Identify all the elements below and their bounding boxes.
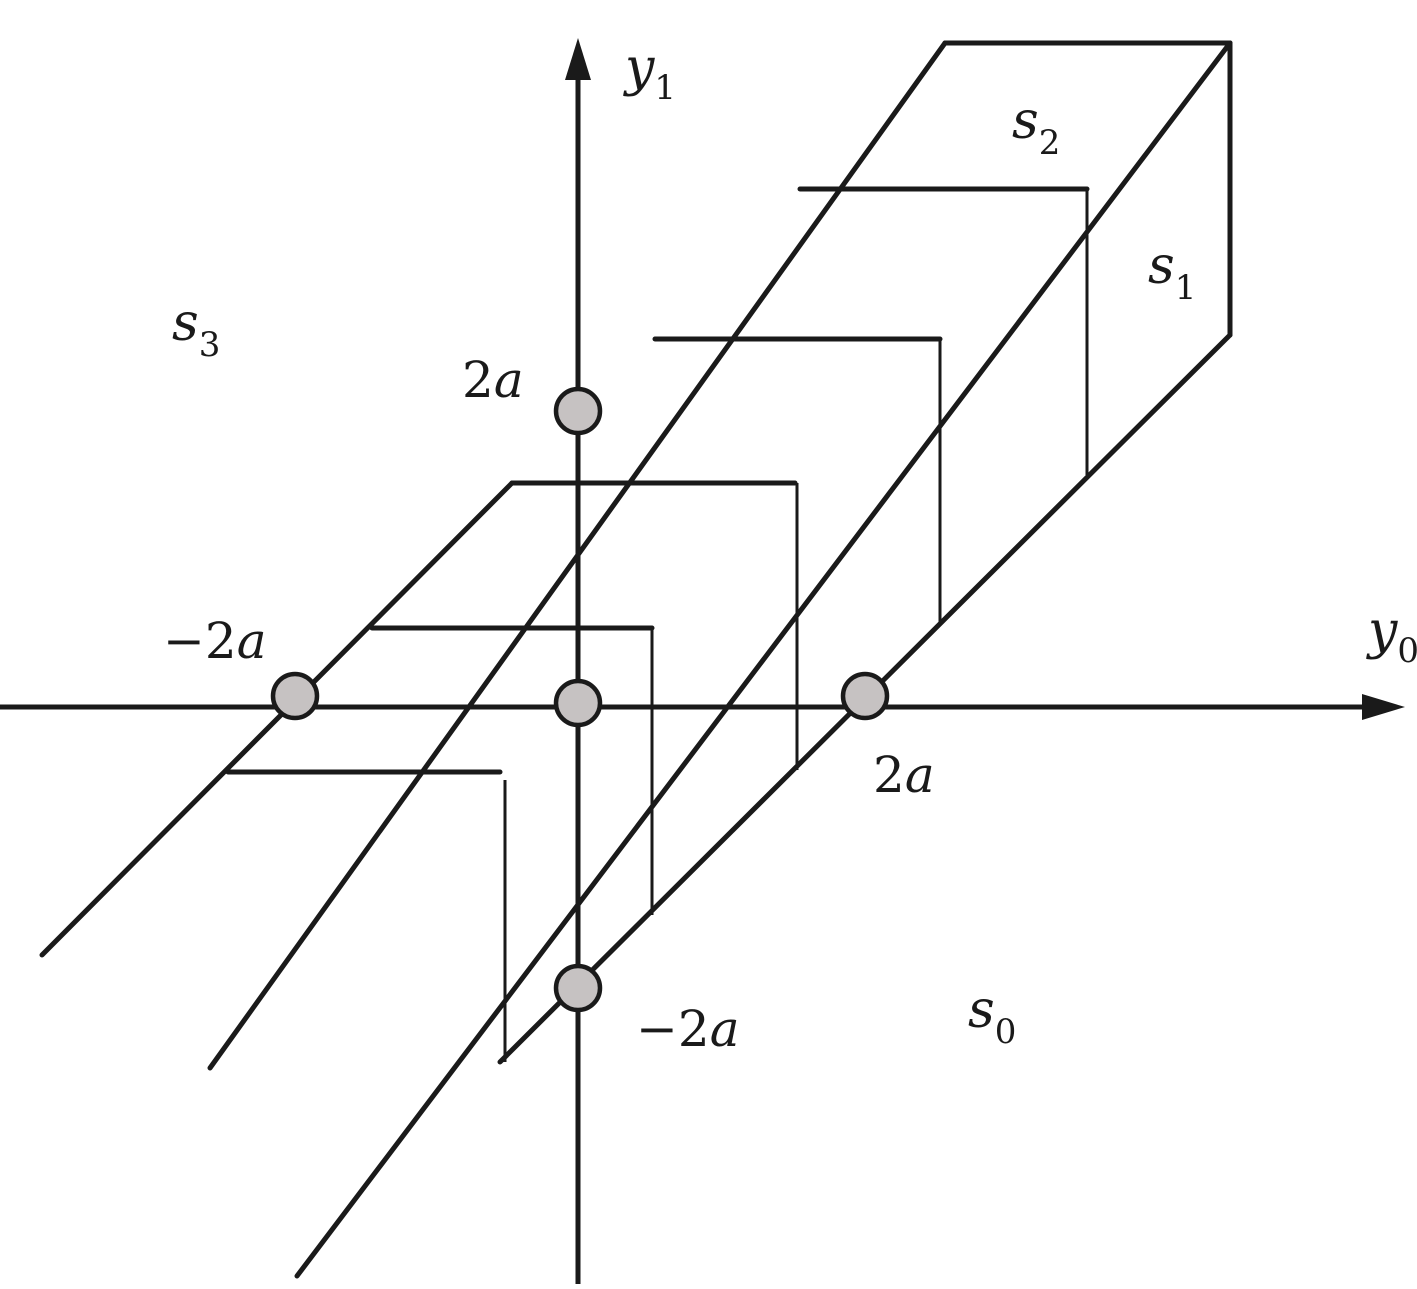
region-label-s1: s1 [1148, 236, 1196, 308]
slice-3 [509, 480, 799, 770]
region-label-s2: s2 [1012, 91, 1060, 163]
y0-arrowhead [1362, 694, 1405, 720]
y1-axis-label: y1 [623, 38, 676, 108]
y0-axis-label: y0 [1366, 601, 1417, 671]
region-label-s0: s0 [968, 980, 1016, 1052]
slice-4 [652, 336, 943, 622]
rail-bottom-left [39, 480, 515, 958]
slice-2 [369, 625, 655, 915]
tick-label-top: 2a [462, 351, 524, 409]
slice-5 [797, 186, 1090, 475]
point-left [270, 671, 320, 721]
constellation-points [270, 386, 890, 1013]
tick-label-left: −2a [163, 612, 267, 670]
y1-arrowhead [565, 38, 591, 80]
point-bottom [553, 963, 603, 1013]
slice-1 [225, 769, 507, 1062]
rail-top-right [294, 40, 1233, 1279]
point-right [840, 671, 890, 721]
region-label-s3: s3 [172, 293, 220, 365]
tick-label-right: 2a [873, 746, 935, 804]
point-top [553, 386, 603, 436]
tick-label-bottom: −2a [636, 1000, 740, 1058]
point-origin [553, 678, 603, 728]
prism-structure [39, 40, 1233, 1279]
